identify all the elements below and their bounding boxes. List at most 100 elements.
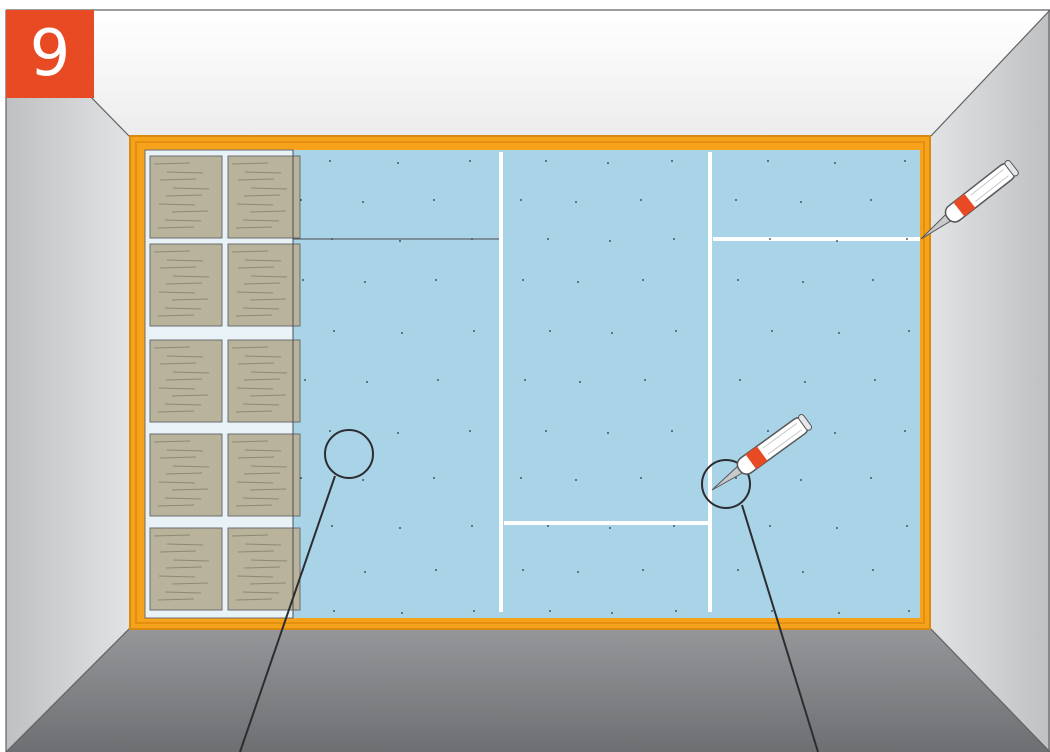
screw-dot bbox=[362, 201, 364, 203]
screw-dot bbox=[870, 477, 872, 479]
screw-dot bbox=[771, 330, 773, 332]
screw-dot bbox=[802, 571, 804, 573]
screw-dot bbox=[834, 162, 836, 164]
screw-dot bbox=[838, 612, 840, 614]
screw-dot bbox=[364, 571, 366, 573]
screw-dot bbox=[609, 240, 611, 242]
screw-dot bbox=[872, 279, 874, 281]
screw-dot bbox=[904, 430, 906, 432]
screw-dot bbox=[769, 238, 771, 240]
screw-dot bbox=[366, 381, 368, 383]
screw-dot bbox=[364, 281, 366, 283]
screw-dot bbox=[800, 201, 802, 203]
screw-dot bbox=[802, 281, 804, 283]
insulation-batt bbox=[150, 244, 222, 326]
insulation-batt bbox=[228, 340, 300, 422]
screw-dot bbox=[333, 610, 335, 612]
screw-dot bbox=[673, 238, 675, 240]
screw-dot bbox=[304, 379, 306, 381]
screw-dot bbox=[640, 199, 642, 201]
insulation-batt bbox=[228, 434, 300, 516]
screw-dot bbox=[906, 238, 908, 240]
screw-dot bbox=[642, 279, 644, 281]
insulation-batt bbox=[228, 156, 300, 238]
screw-dot bbox=[575, 479, 577, 481]
screw-dot bbox=[675, 330, 677, 332]
screw-dot bbox=[433, 199, 435, 201]
screw-dot bbox=[611, 612, 613, 614]
screw-dot bbox=[302, 279, 304, 281]
screw-dot bbox=[675, 610, 677, 612]
screw-dot bbox=[577, 571, 579, 573]
screw-dot bbox=[607, 432, 609, 434]
screw-dot bbox=[471, 238, 473, 240]
screw-dot bbox=[836, 527, 838, 529]
screw-dot bbox=[609, 527, 611, 529]
screw-dot bbox=[737, 569, 739, 571]
screw-dot bbox=[577, 281, 579, 283]
screw-dot bbox=[333, 330, 335, 332]
step-number-badge: 9 bbox=[6, 10, 94, 98]
screw-dot bbox=[437, 379, 439, 381]
screw-dot bbox=[362, 479, 364, 481]
left-wall bbox=[6, 10, 130, 752]
insulation-batt bbox=[150, 434, 222, 516]
insulation-batt bbox=[150, 528, 222, 610]
screw-dot bbox=[401, 332, 403, 334]
screw-dot bbox=[644, 379, 646, 381]
screw-dot bbox=[520, 477, 522, 479]
screw-dot bbox=[771, 610, 773, 612]
screw-dot bbox=[473, 610, 475, 612]
screw-dot bbox=[401, 612, 403, 614]
screw-dot bbox=[435, 569, 437, 571]
screw-dot bbox=[545, 430, 547, 432]
screw-dot bbox=[331, 238, 333, 240]
screw-dot bbox=[520, 199, 522, 201]
screw-dot bbox=[908, 330, 910, 332]
screw-dot bbox=[469, 160, 471, 162]
right-wall bbox=[930, 10, 1050, 752]
screw-dot bbox=[607, 162, 609, 164]
screw-dot bbox=[399, 240, 401, 242]
screw-dot bbox=[671, 160, 673, 162]
insulation-batt bbox=[228, 528, 300, 610]
screw-dot bbox=[611, 332, 613, 334]
screw-dot bbox=[769, 525, 771, 527]
screw-dot bbox=[471, 525, 473, 527]
insulation-batt bbox=[228, 244, 300, 326]
screw-dot bbox=[804, 381, 806, 383]
screw-dot bbox=[522, 279, 524, 281]
screw-dot bbox=[671, 430, 673, 432]
screw-dot bbox=[300, 477, 302, 479]
screw-dot bbox=[331, 525, 333, 527]
screw-dot bbox=[739, 379, 741, 381]
screw-dot bbox=[834, 432, 836, 434]
screw-dot bbox=[767, 430, 769, 432]
screw-dot bbox=[473, 330, 475, 332]
screw-dot bbox=[906, 525, 908, 527]
screw-dot bbox=[642, 569, 644, 571]
screw-dot bbox=[800, 479, 802, 481]
floor bbox=[6, 628, 1050, 752]
screw-dot bbox=[767, 160, 769, 162]
ceiling-surface bbox=[6, 10, 1050, 137]
screw-dot bbox=[433, 477, 435, 479]
screw-dot bbox=[579, 381, 581, 383]
screw-dot bbox=[397, 432, 399, 434]
screw-dot bbox=[838, 332, 840, 334]
screw-dot bbox=[397, 162, 399, 164]
screw-dot bbox=[399, 527, 401, 529]
screw-dot bbox=[870, 199, 872, 201]
screw-dot bbox=[329, 430, 331, 432]
screw-dot bbox=[549, 610, 551, 612]
screw-dot bbox=[300, 199, 302, 201]
screw-dot bbox=[435, 279, 437, 281]
screw-dot bbox=[836, 240, 838, 242]
screw-dot bbox=[545, 160, 547, 162]
screw-dot bbox=[522, 569, 524, 571]
screw-dot bbox=[547, 525, 549, 527]
screw-dot bbox=[673, 525, 675, 527]
insulation-batt bbox=[150, 340, 222, 422]
